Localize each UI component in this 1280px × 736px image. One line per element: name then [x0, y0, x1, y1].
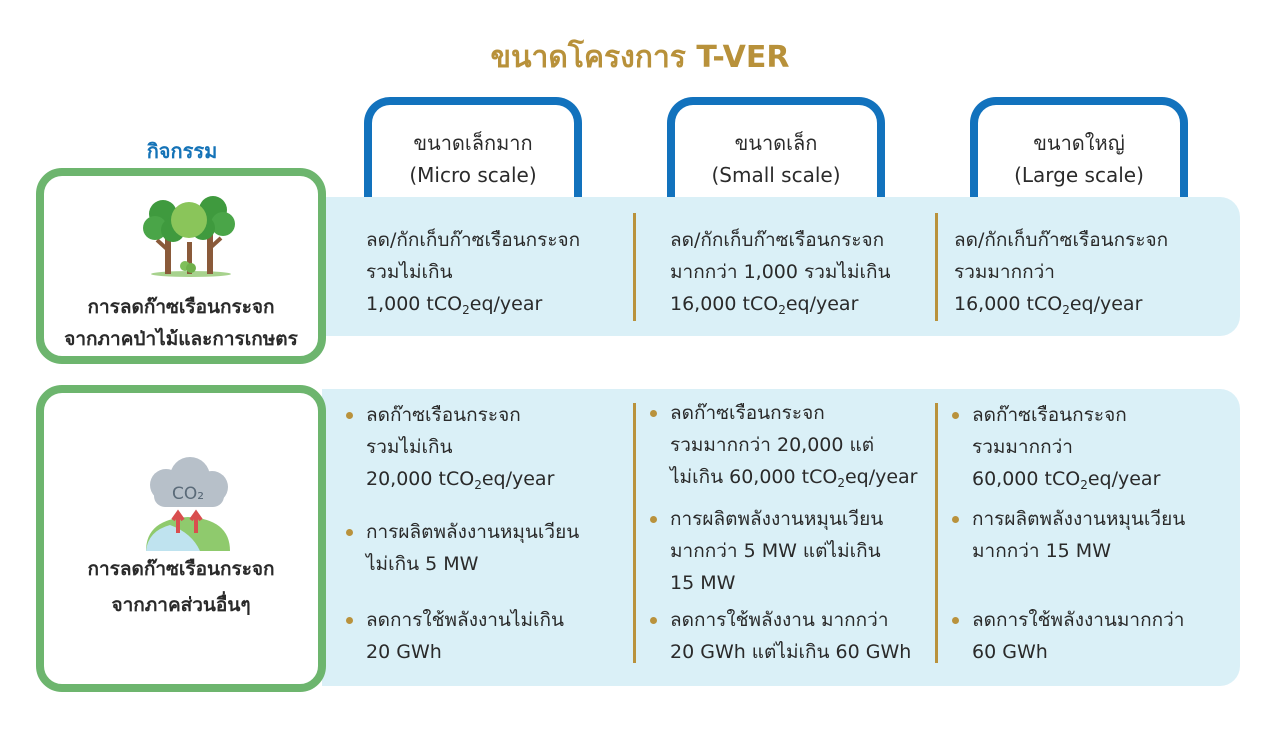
row-label-line: จากภาคส่วนอื่นๆ: [111, 594, 251, 616]
scale-tab-small: ขนาดเล็ก (Small scale): [667, 97, 885, 212]
row-label-box-forestry: การลดก๊าซเรือนกระจก จากภาคป่าไม้และการเก…: [36, 168, 326, 364]
cell-line: ลด/กักเก็บก๊าซเรือนกระจก: [670, 229, 885, 251]
bullet-dot: [346, 529, 353, 536]
page-title: ขนาดโครงการ T-VER: [490, 40, 790, 75]
row-band-other: [322, 389, 1240, 686]
trees-icon: [143, 196, 235, 277]
bullet-text: ลดก๊าซเรือนกระจก รวมมากกว่า 20,000 แต่ ไ…: [670, 402, 918, 490]
cell-forestry-large: ลด/กักเก็บก๊าซเรือนกระจก รวมมากกว่า 16,0…: [954, 224, 1168, 320]
row-label-line: การลดก๊าซเรือนกระจก: [87, 558, 275, 580]
bullet-text: ลดการใช้พลังงานมากกว่า 60 GWh: [972, 609, 1185, 663]
scale-tab-large: ขนาดใหญ่ (Large scale): [970, 97, 1188, 212]
bullet-dot: [650, 617, 657, 624]
bullet-dot: [952, 617, 959, 624]
row-label-box-other: CO₂ การลดก๊าซเรือนกระจก จากภาคส่วนอื่นๆ: [36, 385, 326, 692]
scale-tab-title: ขนาดเล็กมาก: [413, 131, 533, 155]
cell-line: ลด/กักเก็บก๊าซเรือนกระจก: [954, 229, 1169, 251]
column-divider: [633, 403, 636, 663]
scale-tab-title: ขนาดเล็ก: [734, 131, 818, 155]
bullet-dot: [952, 516, 959, 523]
scale-tab-subtitle: (Small scale): [711, 163, 841, 187]
bullet-text: ลดการใช้พลังงานไม่เกิน 20 GWh: [366, 609, 564, 663]
cell-line: รวมไม่เกิน: [366, 261, 453, 283]
column-divider: [935, 213, 938, 321]
bullet-text: การผลิตพลังงานหมุนเวียน มากกว่า 15 MW: [972, 508, 1186, 562]
cell-line: 16,000 tCO2eq/year: [670, 293, 859, 317]
row-label-line: จากภาคป่าไม้และการเกษตร: [64, 328, 298, 350]
cell-forestry-small: ลด/กักเก็บก๊าซเรือนกระจก มากกว่า 1,000 ร…: [670, 224, 890, 320]
row-label-line: การลดก๊าซเรือนกระจก: [87, 296, 275, 318]
bullet-dot: [346, 617, 353, 624]
activity-column-label: กิจกรรม: [146, 139, 218, 163]
bullet-dot: [650, 410, 657, 417]
cell-forestry-micro: ลด/กักเก็บก๊าซเรือนกระจก รวมไม่เกิน 1,00…: [366, 224, 580, 320]
bullet-dot: [650, 516, 657, 523]
scale-tab-micro: ขนาดเล็กมาก (Micro scale): [364, 97, 582, 212]
bullet-text: ลดก๊าซเรือนกระจก รวมไม่เกิน 20,000 tCO2e…: [366, 404, 555, 492]
row-band-forestry: [322, 197, 1240, 336]
cell-line: รวมมากกว่า: [954, 261, 1055, 283]
bullet-dot: [952, 412, 959, 419]
co2-label: CO₂: [172, 484, 204, 504]
scale-tab-subtitle: (Micro scale): [409, 163, 537, 187]
cell-line: มากกว่า 1,000 รวมไม่เกิน: [670, 261, 891, 283]
bullet-dot: [346, 412, 353, 419]
bullet-text: การผลิตพลังงานหมุนเวียน มากกว่า 5 MW แต่…: [670, 508, 884, 594]
column-divider: [633, 213, 636, 321]
co2-cloud-icon: CO₂: [146, 457, 230, 551]
cell-line: 16,000 tCO2eq/year: [954, 293, 1143, 317]
bullet-text: การผลิตพลังงานหมุนเวียน ไม่เกิน 5 MW: [366, 521, 580, 575]
cell-line: ลด/กักเก็บก๊าซเรือนกระจก: [366, 229, 581, 251]
cell-line: 1,000 tCO2eq/year: [366, 293, 543, 317]
bullet-text: ลดการใช้พลังงาน มากกว่า 20 GWh แต่ไม่เกิ…: [670, 609, 912, 663]
scale-tab-subtitle: (Large scale): [1014, 163, 1144, 187]
bullet-text: ลดก๊าซเรือนกระจก รวมมากกว่า 60,000 tCO2e…: [972, 404, 1161, 492]
scale-tab-title: ขนาดใหญ่: [1033, 131, 1125, 155]
column-divider: [935, 403, 938, 663]
